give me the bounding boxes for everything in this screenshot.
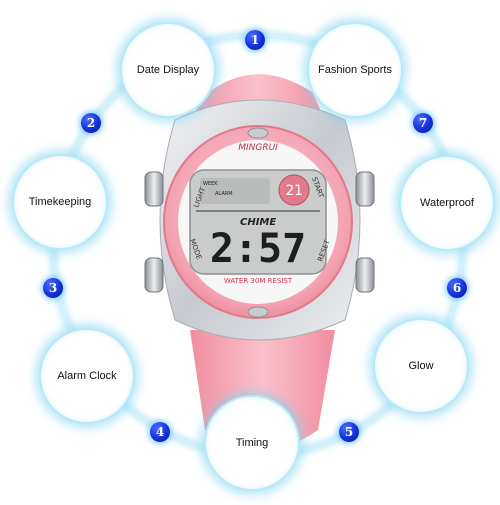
feature-alarm-clock: Alarm Clock: [39, 328, 135, 424]
badge-2: 2: [81, 113, 101, 133]
feature-label: Fashion Sports: [318, 64, 392, 76]
lcd-time: 2:57: [210, 226, 306, 272]
lcd-chime-label: CHIME: [240, 217, 276, 228]
feature-label: Alarm Clock: [57, 370, 117, 382]
feature-label: Waterproof: [419, 197, 474, 209]
feature-fashion-sports: Fashion Sports: [307, 22, 403, 118]
badge-6: 6: [447, 278, 467, 298]
lcd-week-label: WEEK: [203, 181, 218, 187]
feature-label: Timekeeping: [28, 196, 92, 208]
brand-logo: MINGRUI: [238, 143, 278, 153]
badge-5: 5: [339, 422, 359, 442]
feature-timekeeping: Timekeeping: [12, 154, 108, 250]
water-resist-label: WATER 30M RESIST: [224, 277, 293, 285]
feature-glow: Glow: [373, 318, 469, 414]
feature-timing: Timing: [204, 395, 300, 491]
badge-1: 1: [245, 30, 265, 50]
badge-4: 4: [150, 422, 170, 442]
feature-label: Date Display: [136, 64, 200, 76]
feature-label: Timing: [235, 437, 269, 449]
lcd-seconds: 21: [286, 183, 303, 199]
feature-label: Glow: [408, 360, 434, 372]
lcd-alarm-label: ALARM: [215, 191, 233, 197]
feature-date-display: Date Display: [120, 22, 216, 118]
badge-3: 3: [43, 278, 63, 298]
badge-7: 7: [413, 113, 433, 133]
feature-waterproof: Waterproof: [399, 155, 495, 251]
